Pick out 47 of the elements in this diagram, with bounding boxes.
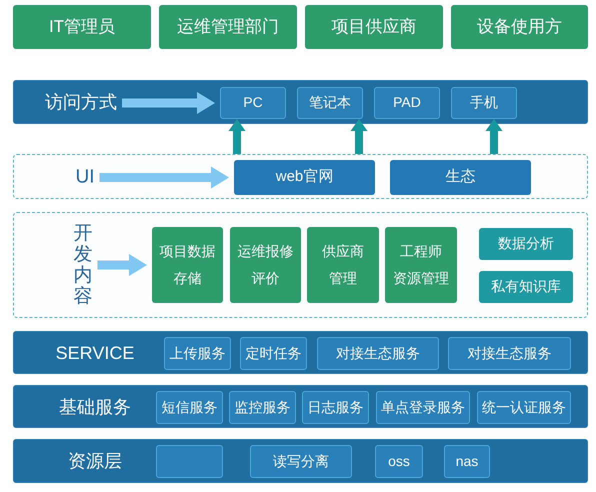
service-box: 统一认证服务 [477,391,571,424]
device-box: 笔记本 [297,87,363,119]
layer-heading: SERVICE [56,342,134,364]
role-box: 设备使用方 [451,5,588,49]
role-box: IT管理员 [13,5,151,49]
resource-box: nas [444,445,490,478]
arrow [100,166,229,188]
service-box: 监控服务 [229,391,296,424]
module-box: 私有知识库 [479,271,573,303]
resource-box [156,445,223,478]
layer-band [13,80,588,124]
role-box: 项目供应商 [305,5,443,49]
layer-heading: 基础服务 [59,396,131,418]
device-box: PC [220,87,286,119]
arrow [98,254,147,276]
service-box: 上传服务 [164,337,231,370]
resource-box: 读写分离 [250,445,352,478]
service-box: 日志服务 [302,391,369,424]
device-box: 手机 [451,87,517,119]
layer-band [13,439,588,483]
service-box: 定时任务 [240,337,307,370]
service-box: 对接生态服务 [317,337,439,370]
service-box: 短信服务 [156,391,223,424]
layer-heading: UI [76,166,94,190]
layer-band [13,212,588,318]
layer-band [13,385,588,428]
resource-box: oss [375,445,423,478]
module-box: 项目数据存储 [152,227,223,303]
arrow [486,119,502,154]
service-box: 单点登录服务 [376,391,470,424]
layer-heading: 访问方式 [45,92,117,114]
arrow [122,92,215,114]
arrow [228,119,246,154]
module-box: 工程师资源管理 [385,227,457,303]
module-box: 供应商管理 [307,227,379,303]
layer-heading: 开发内容 [74,223,92,307]
layer-heading: 资源层 [68,451,122,473]
role-box: 运维管理部门 [159,5,297,49]
ui-box: web官网 [234,160,375,195]
ui-box: 生态 [390,160,531,195]
device-box: PAD [374,87,440,119]
layer-band [13,331,588,374]
module-box: 运维报修评价 [230,227,301,303]
arrow [350,119,368,154]
service-box: 对接生态服务 [448,337,571,370]
layer-band [13,154,588,199]
module-box: 数据分析 [479,228,573,260]
